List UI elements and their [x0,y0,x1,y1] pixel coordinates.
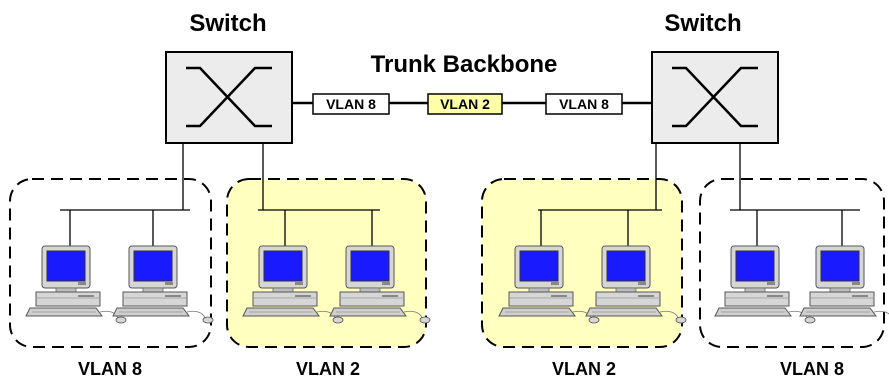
group-3-bus [538,209,662,246]
trunk-tag-vlan8-left: VLAN 8 [312,93,390,115]
vlan-group-2 [226,178,427,348]
left-switch-links [182,143,741,210]
trunk-tag-label: VLAN 8 [326,96,376,112]
right-switch-label: Switch [664,10,741,37]
vlan-group-3-label: VLAN 2 [552,359,616,379]
vlan-group-2-label: VLAN 2 [296,359,360,379]
trunk-tag-label: VLAN 2 [440,96,490,112]
vlan-group-4-label: VLAN 8 [780,359,844,379]
left-switch-icon [165,51,293,144]
trunk-tag-vlan2: VLAN 2 [427,93,503,115]
group-4-bus [730,209,860,246]
vlan-group-1-label: VLAN 8 [78,359,142,379]
vlan-group-3 [481,178,683,348]
left-switch-label: Switch [189,10,266,37]
trunk-backbone-title: Trunk Backbone [371,51,558,78]
trunk-tag-vlan8-right: VLAN 8 [545,93,623,115]
trunk-tag-label: VLAN 8 [559,96,609,112]
right-switch-icon [651,51,779,144]
group-2-bus [258,209,380,246]
group-1-bus [60,209,190,246]
vlan-group-1 [9,178,212,348]
